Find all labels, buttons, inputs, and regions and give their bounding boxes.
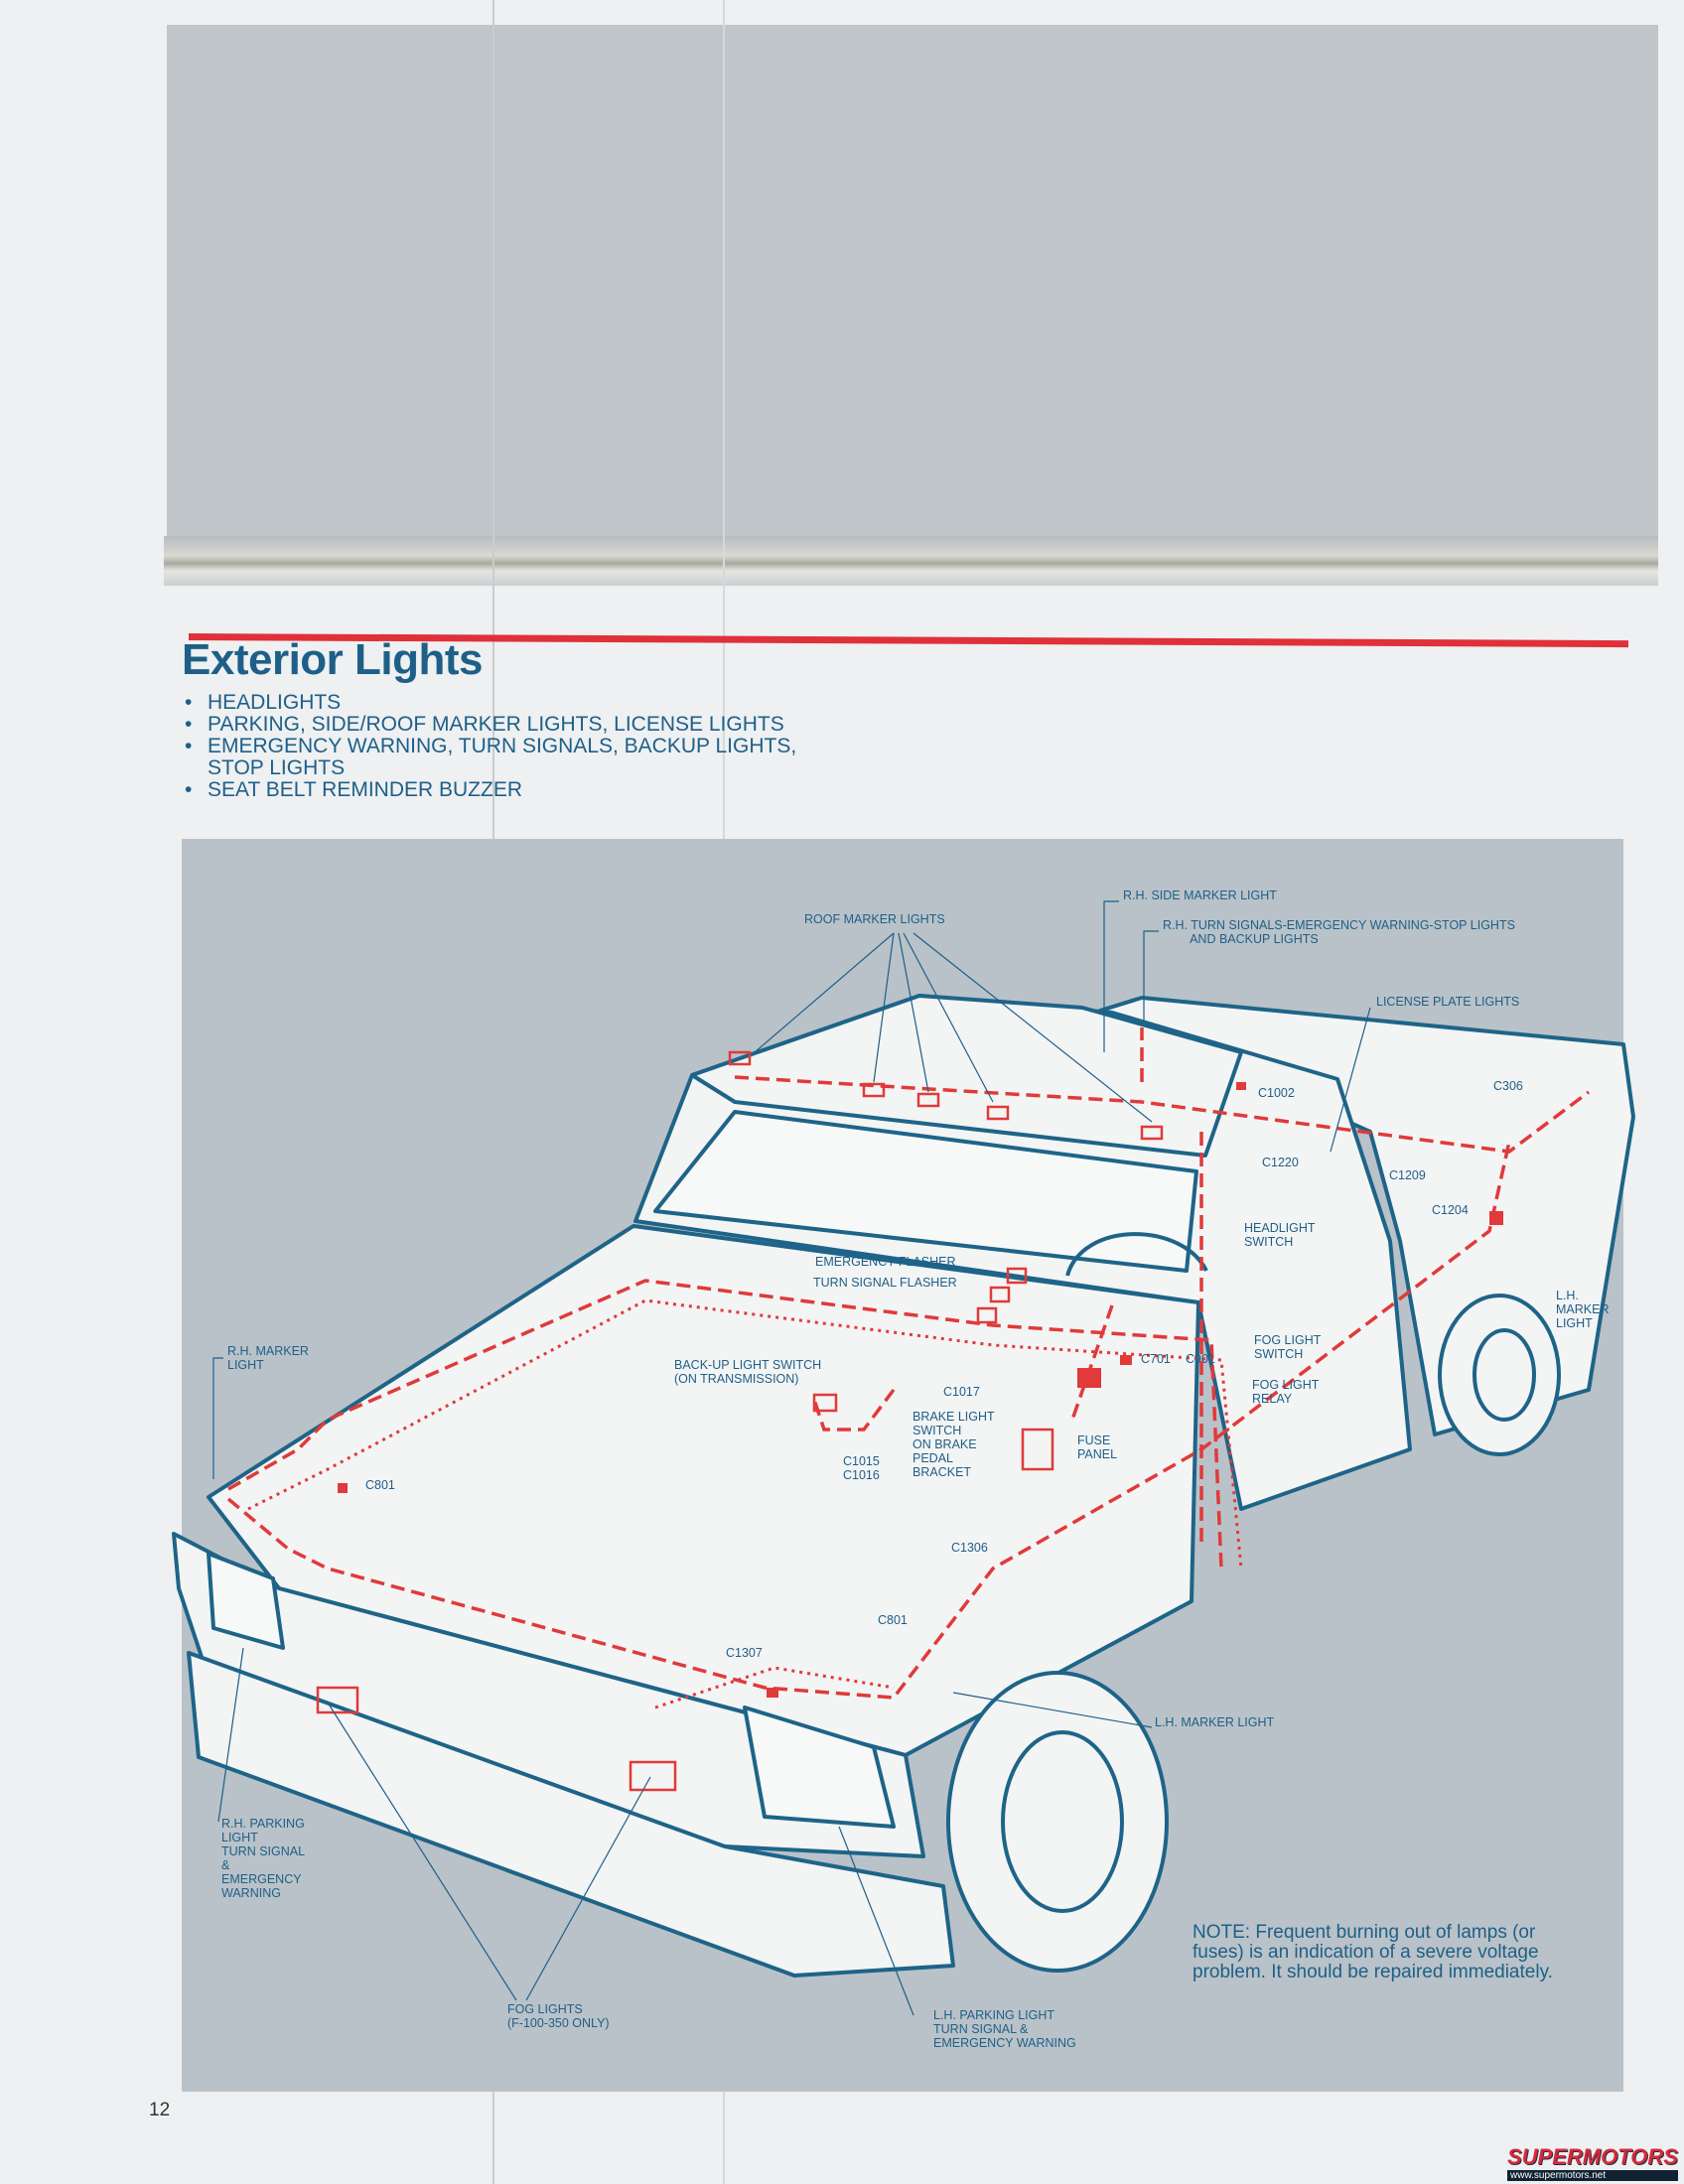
front-bumper — [187, 1651, 955, 1978]
list-item-text: SEAT BELT REMINDER BUZZER — [208, 778, 522, 801]
label-rh-side-marker: R.H. SIDE MARKER LIGHT — [1123, 888, 1277, 902]
rear-hubcap — [1473, 1328, 1536, 1422]
windshield — [653, 1110, 1198, 1273]
label-lh-marker-front: L.H. MARKER LIGHT — [1155, 1715, 1275, 1729]
lh-headlight — [743, 1706, 896, 1829]
list-item: • EMERGENCY WARNING, TURN SIGNALS, BACKUP… — [182, 736, 796, 757]
list-item-text: EMERGENCY WARNING, TURN SIGNALS, BACKUP … — [208, 735, 797, 757]
emergency-flasher-icon — [1006, 1267, 1028, 1285]
leader-lines — [212, 900, 1371, 2016]
list-item-text: STOP LIGHTS — [208, 756, 346, 779]
bullet-icon: • — [185, 735, 193, 757]
label-headlight-switch: HEADLIGHT SWITCH — [1244, 1221, 1316, 1249]
lh-fog-light-icon — [629, 1760, 677, 1792]
wiring-harness — [226, 1027, 1591, 1700]
list-item: • SEAT BELT REMINDER BUZZER — [182, 779, 796, 801]
label-c1015-c1016: C1015 C1016 — [843, 1454, 880, 1482]
section-title: Exterior Lights — [182, 635, 484, 684]
label-lh-marker-rear: L.H. MARKER LIGHT — [1556, 1289, 1610, 1330]
steering-wheel — [1065, 1232, 1208, 1277]
watermark-url: www.supermotors.net — [1507, 2170, 1678, 2181]
label-fog-light-relay: FOG LIGHT RELAY — [1252, 1378, 1320, 1406]
label-rh-marker: R.H. MARKER LIGHT — [227, 1344, 309, 1372]
connectors — [338, 1082, 1503, 1698]
watermark-logo: SUPERMOTORS www.supermotors.net — [1507, 2144, 1678, 2181]
label-lh-parking-light: L.H. PARKING LIGHT TURN SIGNAL & EMERGEN… — [933, 2008, 1076, 2050]
fuse-panel-icon — [1021, 1428, 1054, 1471]
label-fuse-panel: FUSE PANEL — [1077, 1433, 1118, 1461]
truck-front-grille — [172, 1532, 925, 1858]
blank-photo-area — [167, 25, 1658, 566]
list-item-text: PARKING, SIDE/ROOF MARKER LIGHTS, LICENS… — [208, 713, 784, 736]
bullet-icon: • — [185, 713, 193, 736]
bullet-icon: • — [185, 778, 193, 801]
label-c901: C901 — [1186, 1352, 1215, 1366]
label-backup-light-switch: BACK-UP LIGHT SWITCH (ON TRANSMISSION) — [674, 1358, 822, 1386]
label-c701: C701 — [1141, 1352, 1171, 1366]
list-item: • PARKING, SIDE/ROOF MARKER LIGHTS, LICEN… — [182, 714, 796, 736]
label-c801-rh: C801 — [365, 1478, 395, 1492]
page-number: 12 — [149, 2100, 171, 2120]
list-item: STOP LIGHTS — [182, 757, 796, 779]
backup-switch-icon — [812, 1393, 838, 1413]
label-c1306: C1306 — [951, 1541, 988, 1555]
front-hubcap — [1001, 1730, 1124, 1913]
label-c1209: C1209 — [1389, 1168, 1426, 1182]
label-emergency-flasher: EMERGENCY FLASHER — [815, 1255, 956, 1269]
label-roof-marker-lights: ROOF MARKER LIGHTS — [804, 912, 945, 926]
label-c306: C306 — [1493, 1079, 1523, 1093]
rh-fog-light-icon — [316, 1686, 359, 1714]
label-c1002: C1002 — [1258, 1086, 1295, 1100]
label-rh-parking-light: R.H. PARKING LIGHT TURN SIGNAL & EMERGEN… — [221, 1817, 306, 1900]
rh-headlight — [207, 1552, 285, 1650]
fuse-block-connector — [1077, 1368, 1101, 1388]
turn-flasher-icon — [989, 1286, 1011, 1303]
label-rh-turn-signals: R.H. TURN SIGNALS-EMERGENCY WARNING-STOP… — [1163, 918, 1515, 946]
label-c1220: C1220 — [1262, 1156, 1299, 1169]
label-fog-light-switch: FOG LIGHT SWITCH — [1254, 1333, 1322, 1361]
label-c1204: C1204 — [1432, 1203, 1469, 1217]
label-fog-lights: FOG LIGHTS (F-100-350 ONLY) — [507, 2002, 610, 2030]
page-edge — [164, 536, 1658, 586]
voltage-note: NOTE: Frequent burning out of lamps (or … — [1193, 1922, 1553, 1982]
label-turn-signal-flasher: TURN SIGNAL FLASHER — [813, 1276, 957, 1290]
components — [316, 1050, 1164, 1792]
label-c1307: C1307 — [726, 1646, 763, 1660]
bullet-icon: • — [185, 691, 193, 714]
feature-list: • HEADLIGHTS • PARKING, SIDE/ROOF MARKER L… — [182, 692, 796, 801]
list-item: • HEADLIGHTS — [182, 692, 796, 714]
watermark-brand: SUPERMOTORS — [1507, 2144, 1678, 2169]
label-brake-light-switch: BRAKE LIGHT SWITCH ON BRAKE PEDAL BRACKE… — [912, 1410, 995, 1479]
label-c1017: C1017 — [943, 1385, 980, 1399]
label-license-plate-lights: LICENSE PLATE LIGHTS — [1376, 995, 1520, 1009]
list-item-text: HEADLIGHTS — [208, 691, 342, 714]
label-c801-lh: C801 — [878, 1613, 908, 1627]
